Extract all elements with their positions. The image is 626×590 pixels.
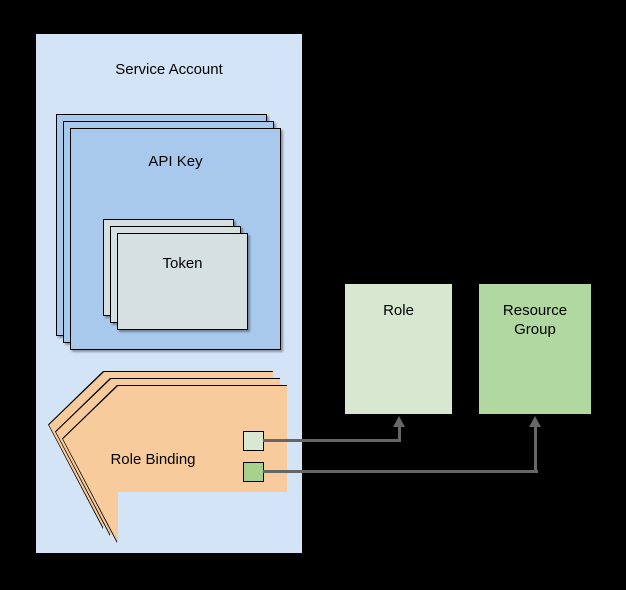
role-binding-resource-group-marker-icon[interactable] bbox=[243, 462, 264, 482]
connector-role-binding-to-role-horizontal bbox=[263, 439, 401, 442]
role-node[interactable] bbox=[344, 283, 453, 415]
arrowhead-to-role-icon bbox=[393, 416, 405, 427]
connector-role-binding-to-resource-group-horizontal bbox=[263, 470, 538, 473]
token-label: Token bbox=[162, 255, 203, 272]
token-node[interactable] bbox=[117, 233, 248, 330]
api-key-label: API Key bbox=[148, 153, 203, 170]
resource-group-label: Resource Group bbox=[502, 302, 568, 339]
arrowhead-to-resource-group-icon bbox=[529, 416, 541, 427]
role-label: Role bbox=[383, 302, 414, 319]
service-account-label: Service Account bbox=[115, 61, 223, 78]
role-binding-role-marker-icon[interactable] bbox=[243, 431, 264, 451]
connector-role-binding-to-resource-group-vertical bbox=[534, 427, 537, 472]
role-binding-label: Role Binding bbox=[110, 451, 196, 468]
resource-group-node[interactable] bbox=[478, 283, 592, 415]
connector-role-binding-to-role-vertical bbox=[398, 427, 401, 441]
